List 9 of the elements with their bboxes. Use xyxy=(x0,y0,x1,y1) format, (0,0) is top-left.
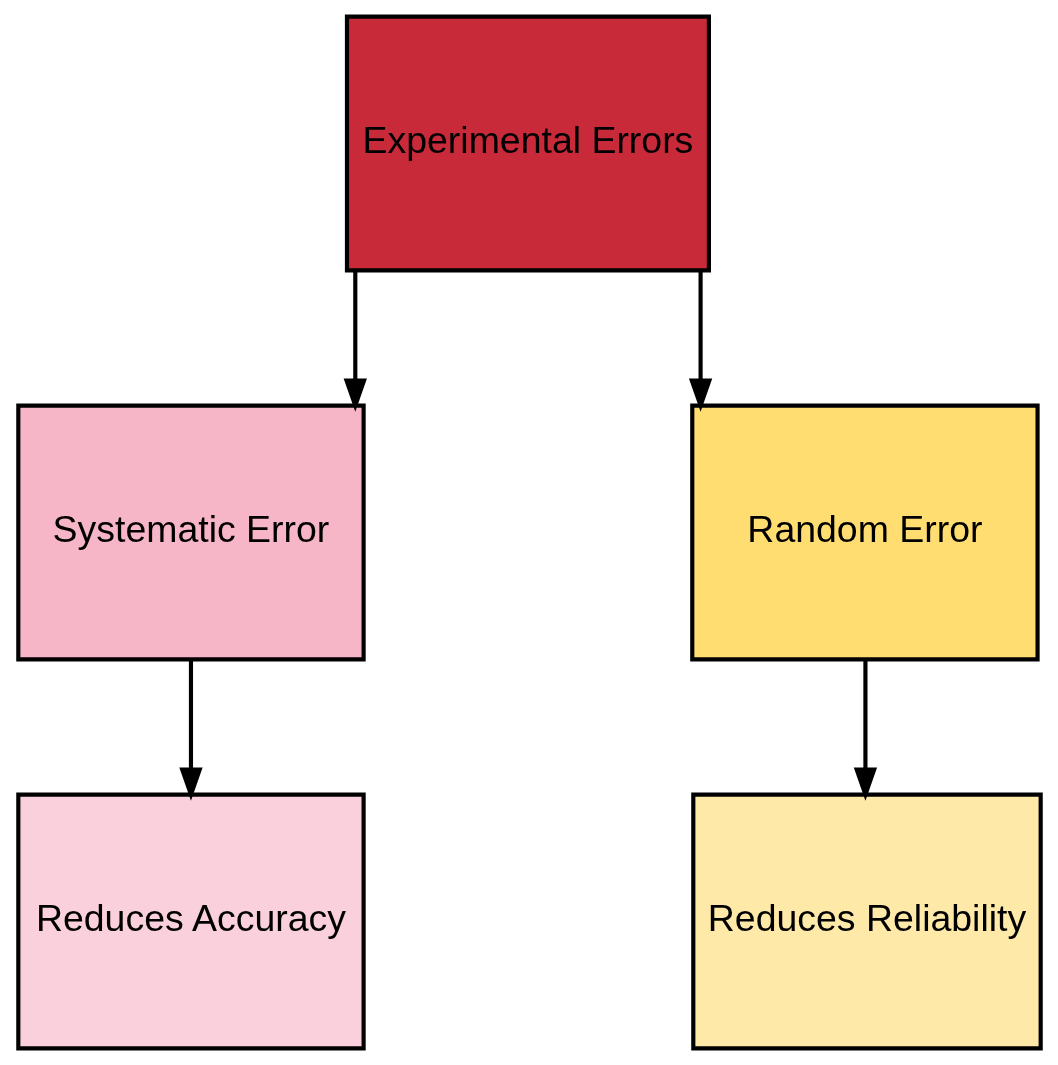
node-box: Systematic Error xyxy=(15,403,366,662)
node-box: Reduces Accuracy xyxy=(15,792,366,1051)
arrow xyxy=(178,659,203,801)
node-box: Reduces Reliability xyxy=(690,792,1043,1051)
arrow xyxy=(853,659,877,801)
arrow xyxy=(343,270,367,412)
node-box: Random Error xyxy=(689,403,1040,662)
arrow xyxy=(688,270,712,412)
node-box: Experimental Errors xyxy=(344,14,711,273)
